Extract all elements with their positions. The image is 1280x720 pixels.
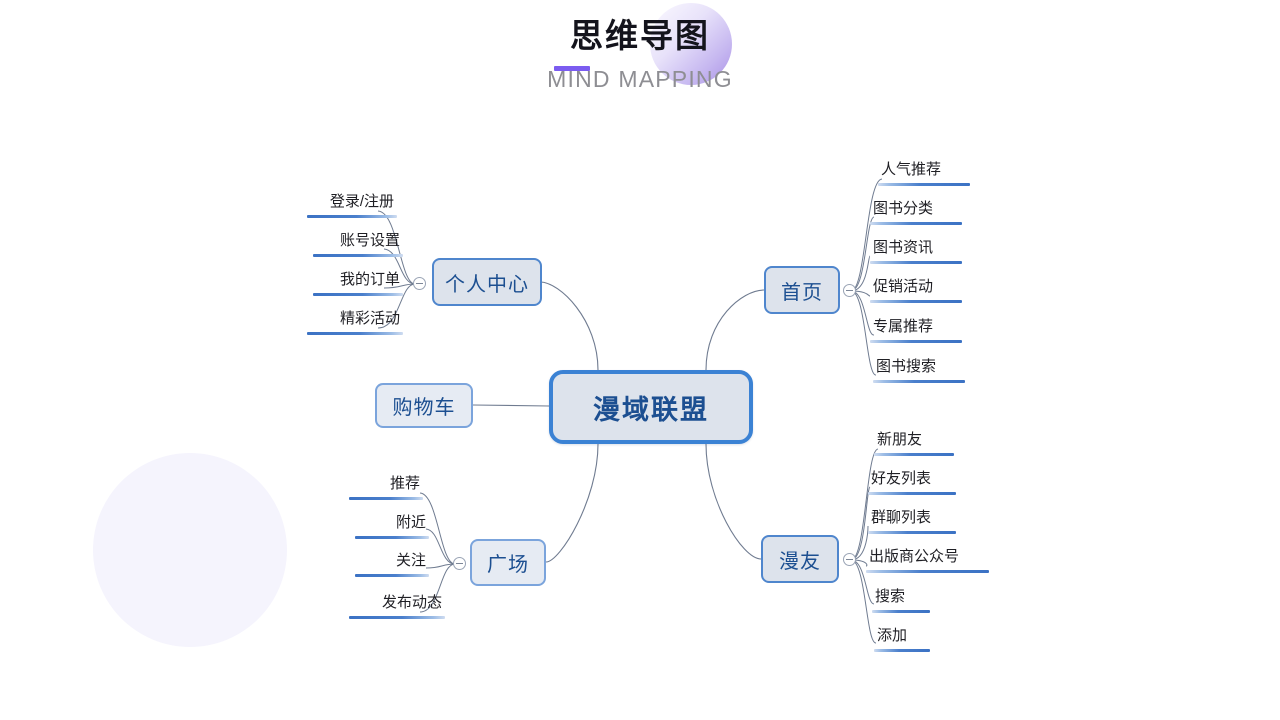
page-title: 思维导图 (570, 17, 710, 54)
leaf-underline (872, 610, 930, 613)
leaf-login-register[interactable]: 登录/注册 (307, 192, 397, 218)
leaf-underline (874, 649, 930, 652)
leaf-label: 人气推荐 (881, 161, 942, 178)
mindmap-branch-personal-center[interactable]: 个人中心 (432, 258, 542, 306)
branch-label-comic-friends: 漫友 (779, 550, 821, 573)
leaf-follow[interactable]: 关注 (355, 551, 429, 577)
mindmap-branch-comic-friends[interactable]: 漫友 (761, 535, 839, 583)
leaf-label: 登录/注册 (329, 193, 394, 210)
leaf-label: 添加 (877, 627, 908, 644)
leaf-publisher-official-account[interactable]: 出版商公众号 (866, 547, 989, 573)
leaf-underline (878, 183, 970, 186)
decorative-gradient-circle (650, 3, 732, 85)
collapse-toggle-plaza[interactable] (453, 557, 466, 570)
branch-label-home: 首页 (781, 281, 823, 304)
leaf-label: 新朋友 (877, 431, 923, 448)
collapse-toggle-personal-center[interactable] (413, 277, 426, 290)
mindmap-branch-shopping-cart[interactable]: 购物车 (375, 383, 473, 428)
leaf-underline (307, 215, 397, 218)
leaf-underline (355, 574, 429, 577)
leaf-book-news[interactable]: 图书资讯 (870, 238, 962, 264)
leaf-label: 我的订单 (339, 271, 400, 288)
leaf-label: 图书分类 (873, 200, 934, 217)
leaf-underline (868, 492, 956, 495)
leaf-underline (349, 497, 423, 500)
leaf-underline (313, 254, 403, 257)
leaf-new-friends[interactable]: 新朋友 (874, 430, 954, 456)
leaf-promotions[interactable]: 促销活动 (870, 277, 962, 303)
leaf-label: 精彩活动 (339, 310, 400, 327)
leaf-underline (307, 332, 403, 335)
leaf-book-search[interactable]: 图书搜索 (873, 357, 965, 383)
collapse-toggle-home[interactable] (843, 284, 856, 297)
leaf-account-settings[interactable]: 账号设置 (313, 231, 403, 257)
leaf-friend-list[interactable]: 好友列表 (868, 469, 956, 495)
leaf-book-category[interactable]: 图书分类 (870, 199, 962, 225)
leaf-popular-recommend[interactable]: 人气推荐 (878, 160, 970, 186)
leaf-my-orders[interactable]: 我的订单 (313, 270, 403, 296)
mindmap-root-node[interactable]: 漫域联盟 (549, 370, 753, 444)
leaf-exclusive-recommend[interactable]: 专属推荐 (870, 317, 962, 343)
leaf-underline (355, 536, 429, 539)
leaf-nearby[interactable]: 附近 (355, 513, 429, 539)
leaf-label: 发布动态 (381, 594, 442, 611)
leaf-underline (868, 531, 956, 534)
decorative-circle-lavender (93, 453, 287, 647)
leaf-group-chat-list[interactable]: 群聊列表 (868, 508, 956, 534)
leaf-underline (349, 616, 445, 619)
leaf-underline (866, 570, 989, 573)
leaf-label: 搜索 (875, 588, 906, 605)
title-accent-underline (554, 66, 590, 71)
leaf-label: 推荐 (389, 475, 420, 492)
page-subtitle: MIND MAPPING (547, 65, 733, 92)
mindmap-root-label: 漫域联盟 (593, 394, 709, 425)
collapse-toggle-comic-friends[interactable] (843, 553, 856, 566)
branch-label-shopping-cart: 购物车 (392, 397, 456, 419)
leaf-search[interactable]: 搜索 (872, 587, 930, 613)
leaf-underline (874, 453, 954, 456)
mindmap-branch-plaza[interactable]: 广场 (470, 539, 546, 586)
leaf-label: 图书搜索 (876, 358, 937, 375)
leaf-label: 关注 (395, 552, 426, 569)
leaf-featured-events[interactable]: 精彩活动 (307, 309, 403, 335)
page-header: 思维导图 MIND MAPPING (0, 17, 1280, 93)
leaf-underline (870, 340, 962, 343)
leaf-underline (873, 380, 965, 383)
leaf-label: 好友列表 (871, 470, 932, 487)
leaf-publish-post[interactable]: 发布动态 (349, 593, 445, 619)
leaf-label: 图书资讯 (873, 239, 934, 256)
branch-label-plaza: 广场 (487, 554, 529, 576)
branch-label-personal-center: 个人中心 (445, 273, 529, 296)
leaf-underline (870, 300, 962, 303)
leaf-add[interactable]: 添加 (874, 626, 930, 652)
leaf-label: 附近 (395, 514, 426, 531)
leaf-label: 促销活动 (873, 278, 934, 295)
leaf-recommend[interactable]: 推荐 (349, 474, 423, 500)
leaf-label: 出版商公众号 (869, 548, 960, 565)
leaf-label: 账号设置 (339, 232, 400, 249)
leaf-underline (313, 293, 403, 296)
mindmap-branch-home[interactable]: 首页 (764, 266, 840, 314)
leaf-label: 专属推荐 (873, 318, 934, 335)
leaf-label: 群聊列表 (871, 509, 932, 526)
leaf-underline (870, 222, 962, 225)
leaf-underline (870, 261, 962, 264)
